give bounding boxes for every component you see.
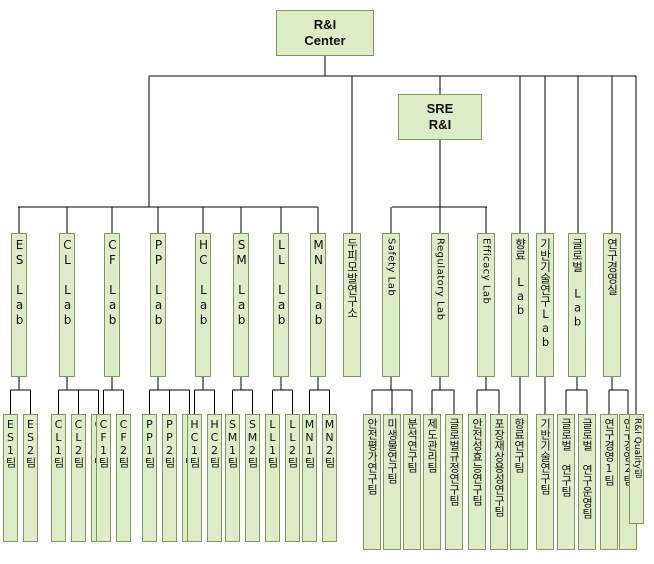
team-box-6-1: LL2팀 bbox=[285, 414, 300, 542]
team-box-0-1: ES2팀 bbox=[23, 414, 38, 542]
lab-box-3: PP Lab bbox=[150, 233, 166, 377]
other-team-box-1-0: 기반기술연구팀 bbox=[536, 414, 554, 550]
other-lab-box-3-label: 연구경영실 bbox=[605, 238, 620, 296]
other-lab-box-2: 글로벌 Lab bbox=[568, 233, 586, 377]
team-box-7-0-label: MN1팀 bbox=[303, 418, 316, 468]
other-team-box-0-0-label: 향료연구팀 bbox=[512, 418, 526, 473]
team-box-3-1-label: PP2팀 bbox=[163, 418, 176, 468]
root-box: R&I Center bbox=[276, 10, 374, 56]
team-box-4-0: HC1팀 bbox=[187, 414, 202, 542]
team-box-3-0: PP1팀 bbox=[142, 414, 157, 542]
sre-team-box-2-1: 포장재상용성연구팀 bbox=[490, 414, 508, 550]
team-box-0-0-label: ES1팀 bbox=[4, 418, 17, 468]
team-box-7-1: MN2팀 bbox=[322, 414, 337, 542]
lab-box-4-label: HC Lab bbox=[196, 238, 211, 328]
other-lab-box-2-label: 글로벌 Lab bbox=[570, 238, 585, 329]
team-box-1-1-label: CL2팀 bbox=[72, 418, 85, 468]
team-box-4-1-label: HC2팀 bbox=[208, 418, 221, 468]
lab-box-7: MN Lab bbox=[310, 233, 326, 377]
sre-team-box-0-2-label: 분석연구팀 bbox=[405, 418, 419, 473]
team-box-2-1-label: CF2팀 bbox=[117, 418, 130, 468]
sre-lab-box-1: Regulatory Lab bbox=[431, 233, 449, 377]
other-team-box-2-1-label: 글로벌 연구운영팀 bbox=[580, 418, 594, 519]
other-lab-box-1: 기반기술연구Lab bbox=[536, 233, 554, 377]
sre-team-box-2-0-label: 안전성효능연구팀 bbox=[470, 418, 484, 506]
lab-box-2: CF Lab bbox=[104, 233, 120, 377]
other-team-box-2-0-label: 글로벌 연구팀 bbox=[559, 418, 573, 497]
team-box-1-1: CL2팀 bbox=[71, 414, 86, 542]
lab-box-5-label: SM Lab bbox=[234, 238, 249, 328]
other-team-box-3-0-label: 연구경영1팀 bbox=[602, 418, 616, 486]
lab-box-5: SM Lab bbox=[233, 233, 249, 377]
lab-box-3-label: PP Lab bbox=[151, 238, 166, 328]
sre-lab-box-0-label: Safety Lab bbox=[385, 238, 397, 297]
team-box-4-0-label: HC1팀 bbox=[188, 418, 201, 468]
team-box-7-1-label: MN2팀 bbox=[323, 418, 336, 468]
team-box-5-0: SM1팀 bbox=[225, 414, 240, 542]
sre-team-box-2-0: 안전성효능연구팀 bbox=[468, 414, 486, 550]
other-lab-box-1-label: 기반기술연구Lab bbox=[538, 238, 553, 349]
lab-box-0-label: ES Lab bbox=[12, 238, 27, 328]
sre-team-box-1-1: 글로벌규정연구팀 bbox=[445, 414, 463, 550]
quality-team-box: R&I Quality팀 bbox=[629, 414, 644, 524]
sre-lab-box-2-label: Efficacy Lab bbox=[480, 238, 492, 305]
lab-box-4: HC Lab bbox=[195, 233, 211, 377]
sre-lab-box-1-label: Regulatory Lab bbox=[434, 238, 446, 321]
lab-box-2-label: CF Lab bbox=[105, 238, 120, 328]
other-lab-box-3: 연구경영실 bbox=[603, 233, 621, 377]
team-box-2-1: CF2팀 bbox=[116, 414, 131, 542]
other-team-box-2-0: 글로벌 연구팀 bbox=[557, 414, 575, 550]
other-lab-box-0-label: 향료 Lab bbox=[513, 238, 528, 317]
sre-team-box-0-0-label: 안전평가연구팀 bbox=[365, 418, 379, 495]
team-box-6-0: LL1팀 bbox=[265, 414, 280, 542]
other-team-box-0-0: 향료연구팀 bbox=[510, 414, 528, 550]
sre-team-box-0-1: 미생물연구팀 bbox=[383, 414, 401, 550]
team-box-5-1-label: SM2팀 bbox=[246, 418, 259, 468]
team-box-7-0: MN1팀 bbox=[302, 414, 317, 542]
lab-box-7-label: MN Lab bbox=[311, 238, 326, 328]
other-team-box-3-0: 연구경영1팀 bbox=[600, 414, 618, 550]
team-box-0-1-label: ES2팀 bbox=[24, 418, 37, 468]
sre-team-box-1-0-label: 제도관리팀 bbox=[425, 418, 439, 473]
other-team-box-1-0-label: 기반기술연구팀 bbox=[538, 418, 552, 495]
lab-box-1-label: CL Lab bbox=[60, 238, 75, 328]
lab-box-6: LL Lab bbox=[273, 233, 289, 377]
team-box-6-0-label: LL1팀 bbox=[266, 418, 279, 468]
sre-lab-box-2: Efficacy Lab bbox=[477, 233, 495, 377]
sre-team-box-1-1-label: 글로벌규정연구팀 bbox=[447, 418, 461, 506]
sre-team-box-2-1-label: 포장재상용성연구팀 bbox=[492, 418, 506, 517]
team-box-0-0: ES1팀 bbox=[3, 414, 18, 542]
team-box-5-1: SM2팀 bbox=[245, 414, 260, 542]
institute-box-label: 두피모발연구소 bbox=[345, 238, 360, 319]
sre-lab-box-0: Safety Lab bbox=[382, 233, 400, 377]
team-box-2-0-label: CF1팀 bbox=[97, 418, 110, 468]
sre-team-box-1-0: 제도관리팀 bbox=[423, 414, 441, 550]
other-team-box-2-1: 글로벌 연구운영팀 bbox=[578, 414, 596, 550]
quality-team-box-label: R&I Quality팀 bbox=[632, 418, 642, 478]
sre-team-box-0-0: 안전평가연구팀 bbox=[363, 414, 381, 550]
team-box-1-0: CL1팀 bbox=[51, 414, 66, 542]
team-box-4-1: HC2팀 bbox=[207, 414, 222, 542]
lab-box-0: ES Lab bbox=[11, 233, 27, 377]
institute-box: 두피모발연구소 bbox=[343, 233, 361, 377]
sre-team-box-0-1-label: 미생물연구팀 bbox=[385, 418, 399, 484]
team-box-1-0-label: CL1팀 bbox=[52, 418, 65, 468]
other-lab-box-0: 향료 Lab bbox=[511, 233, 529, 377]
team-box-5-0-label: SM1팀 bbox=[226, 418, 239, 468]
lab-box-6-label: LL Lab bbox=[274, 238, 289, 328]
sre-team-box-0-2: 분석연구팀 bbox=[403, 414, 421, 550]
team-box-3-1: PP2팀 bbox=[162, 414, 177, 542]
sre-box: SRE R&I bbox=[398, 94, 482, 140]
team-box-6-1-label: LL2팀 bbox=[286, 418, 299, 468]
team-box-2-0: CF1팀 bbox=[96, 414, 111, 542]
lab-box-1: CL Lab bbox=[59, 233, 75, 377]
team-box-3-0-label: PP1팀 bbox=[143, 418, 156, 468]
